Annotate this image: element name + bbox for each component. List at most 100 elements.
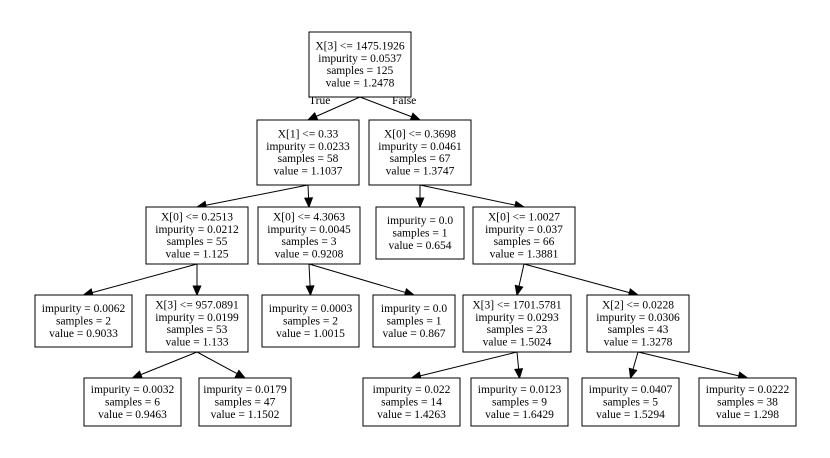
edge-n3-n7 [82, 263, 198, 297]
node-line: impurity = 0.0461 [378, 141, 462, 153]
arrowhead-icon [415, 197, 425, 209]
edge-line [196, 351, 238, 375]
node-line: value = 1.3747 [386, 166, 455, 178]
node-line: impurity = 0.0123 [478, 384, 562, 396]
edge-n8-n14 [196, 351, 247, 379]
arrowhead-icon [131, 370, 144, 379]
node-box [698, 377, 797, 427]
node-line: samples = 53 [167, 324, 228, 336]
arrowhead-icon [234, 369, 247, 379]
node-box [256, 119, 360, 186]
node-box [198, 377, 292, 427]
edge-line [516, 351, 520, 370]
node-line: value = 1.1502 [211, 409, 280, 421]
node-line: samples = 6 [105, 396, 160, 408]
node-line: impurity = 0.0 [381, 303, 447, 315]
node-line: X[3] <= 1701.5781 [472, 299, 562, 311]
node-line: value = 1.5024 [483, 337, 552, 349]
edge-n4-n10 [308, 263, 416, 297]
node-line: X[3] <= 957.0891 [155, 299, 239, 311]
edge-line [420, 351, 518, 377]
node-line: value = 0.654 [388, 240, 451, 252]
node-line: value = 1.3278 [604, 337, 673, 349]
node-box [34, 294, 133, 348]
node-line: value = 0.9208 [275, 249, 344, 261]
node-box [586, 294, 690, 353]
edge-n8-n13 [131, 351, 198, 379]
node-line: samples = 1 [392, 227, 447, 239]
node-box [368, 119, 472, 186]
edge-n0-n1: True [306, 95, 361, 121]
arrowhead-icon [306, 111, 319, 121]
node-box [145, 294, 249, 353]
edge-n12-n18 [637, 351, 749, 381]
node-line: samples = 66 [494, 236, 555, 248]
edge-line [307, 184, 310, 199]
edge-n0-n2: False [359, 95, 422, 121]
node-line: impurity = 0.0032 [91, 384, 175, 396]
node-line: samples = 1 [386, 315, 441, 327]
node-line: value = 1.5294 [596, 409, 665, 421]
arrowhead-icon [514, 284, 524, 297]
node-line: samples = 38 [717, 396, 778, 408]
node-line: impurity = 0.0233 [266, 141, 350, 153]
node-line: value = 1.6429 [485, 409, 554, 421]
edge-line [637, 351, 739, 377]
node-line: samples = 58 [278, 153, 339, 165]
node-line: value = 1.4263 [377, 409, 446, 421]
edge-line [518, 263, 525, 287]
edge-n3-n8 [192, 264, 202, 297]
edge-line [419, 184, 516, 206]
node-box [83, 377, 182, 427]
node-line: X[0] <= 4.3063 [273, 211, 345, 223]
arrowhead-icon [305, 285, 315, 297]
edge-n12-n17 [628, 351, 639, 380]
node-line: impurity = 0.037 [485, 224, 563, 236]
node-box [261, 294, 360, 348]
node-line: samples = 23 [487, 324, 548, 336]
node-box [372, 294, 456, 348]
node-line: value = 1.0015 [276, 328, 345, 340]
node-line: X[0] <= 1.0027 [488, 211, 560, 223]
node-line: X[3] <= 1475.1926 [315, 40, 405, 52]
node-line: samples = 14 [381, 396, 442, 408]
node-line: samples = 3 [281, 236, 336, 248]
node-line: value = 0.867 [382, 328, 445, 340]
node-line: impurity = 0.0407 [589, 384, 673, 396]
node-box [581, 377, 680, 427]
node-line: X[2] <= 0.0228 [602, 299, 674, 311]
node-line: value = 1.3881 [490, 249, 559, 261]
edge-line [308, 263, 406, 293]
node-line: value = 1.1037 [274, 166, 343, 178]
edge-line [140, 351, 198, 376]
node-line: samples = 125 [327, 65, 394, 77]
edge-label: True [309, 95, 330, 107]
node-line: impurity = 0.0045 [267, 224, 351, 236]
node-line: samples = 55 [167, 236, 228, 248]
arrowhead-icon [409, 112, 422, 121]
node-line: value = 1.298 [716, 409, 779, 421]
node-line: value = 1.125 [165, 249, 228, 261]
node-line: impurity = 0.0179 [203, 384, 287, 396]
node-line: impurity = 0.0062 [42, 303, 126, 315]
node-line: impurity = 0.0199 [155, 312, 239, 324]
node-line: impurity = 0.022 [373, 384, 451, 396]
node-line: samples = 2 [56, 315, 111, 327]
node-box [375, 206, 465, 260]
